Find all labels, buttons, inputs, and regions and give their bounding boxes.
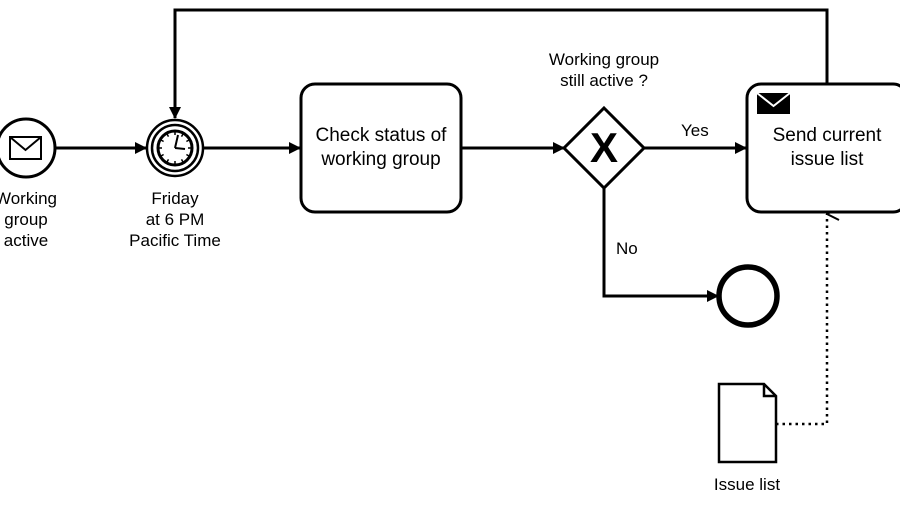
flow-gateway-no[interactable] (602, 188, 719, 302)
task-send-label-line: issue list (790, 149, 864, 170)
flow-loop-back[interactable] (169, 8, 829, 119)
task-check-label: Check status of working group (301, 84, 461, 212)
task-send-label: Send current issue list (747, 90, 900, 206)
task-check-label-line: Check status of (315, 125, 447, 146)
start-event-label: Working group active (0, 188, 57, 251)
clock-icon (156, 129, 194, 167)
timer-event-label-line: Pacific Time (129, 231, 221, 250)
task-check-label-line: working group (321, 149, 441, 170)
start-event-label-line: Working (0, 189, 58, 208)
data-association[interactable] (776, 214, 827, 426)
task-send-issue-list[interactable] (745, 82, 900, 214)
timer-event-label-line: at 6 PM (145, 210, 205, 229)
data-object[interactable] (717, 382, 778, 464)
start-event[interactable] (0, 117, 57, 179)
start-event-label-line: group (4, 210, 48, 229)
end-event[interactable] (716, 264, 780, 328)
gateway-label: Working group still active ? (549, 49, 659, 91)
envelope-filled-icon (756, 92, 791, 114)
data-object-label: Issue list (713, 475, 781, 494)
gateway-x-marker: X (589, 124, 619, 171)
timer-event-label-line: Friday (151, 189, 199, 208)
flow-no-label: No (616, 239, 638, 258)
start-event-label-line: active (3, 231, 49, 250)
task-check-status[interactable] (299, 82, 463, 214)
task-send-label-line: Send current (772, 125, 882, 146)
exclusive-gateway[interactable] (561, 105, 647, 191)
flow-yes-label: Yes (681, 121, 709, 140)
document-icon (717, 382, 778, 464)
timer-event-label: Friday at 6 PM Pacific Time (129, 188, 221, 251)
envelope-icon (9, 136, 42, 160)
gateway-label-line: still active ? (560, 71, 648, 90)
timer-event[interactable] (145, 118, 205, 178)
gateway-label-line: Working group (548, 50, 660, 69)
